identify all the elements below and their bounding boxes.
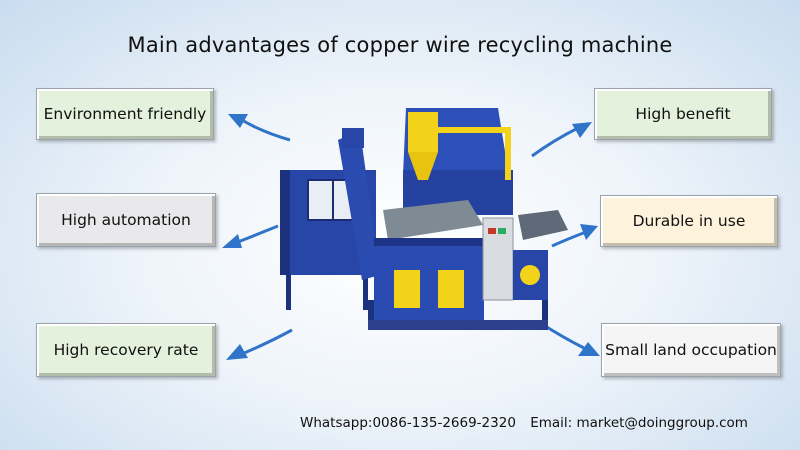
- whatsapp-contact: Whatsapp:0086-135-2669-2320: [300, 415, 516, 431]
- page-title: Main advantages of copper wire recycling…: [127, 33, 673, 57]
- advantage-durable-in-use: Durable in use: [600, 195, 778, 247]
- advantage-high-recovery-rate: High recovery rate: [36, 323, 216, 377]
- arrow-icon: [222, 224, 279, 248]
- arrow-icon: [228, 114, 291, 142]
- advantage-high-benefit: High benefit: [594, 88, 772, 140]
- email-contact: Email: market@doinggroup.com: [530, 415, 748, 431]
- advantage-environment-friendly: Environment friendly: [36, 88, 214, 140]
- arrow-icon: [551, 224, 598, 248]
- copper-wire-recycling-machine-illustration: [280, 108, 568, 330]
- advantage-high-automation: High automation: [36, 193, 216, 247]
- arrow-icon: [226, 328, 293, 360]
- contact-info: Whatsapp:0086-135-2669-2320 Email: marke…: [300, 415, 748, 431]
- arrow-icon: [531, 122, 592, 158]
- advantage-small-land-occupation: Small land occupation: [601, 323, 781, 377]
